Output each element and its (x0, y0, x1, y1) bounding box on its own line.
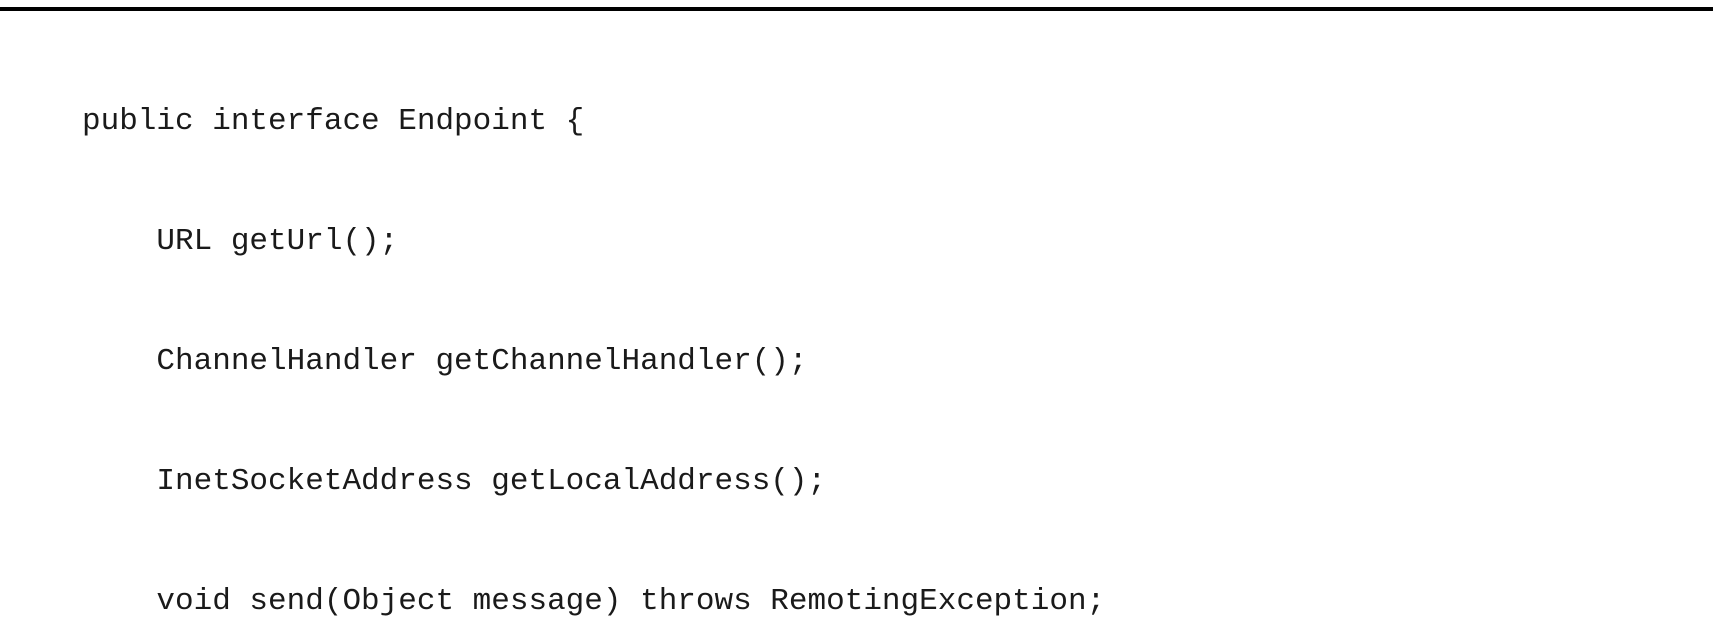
code-line: ChannelHandler getChannelHandler(); (82, 344, 808, 379)
code-line: URL getUrl(); (82, 224, 399, 259)
code-block: public interface Endpoint { URL getUrl()… (0, 22, 1713, 644)
code-line: InetSocketAddress getLocalAddress(); (82, 464, 827, 499)
code-line: void send(Object message) throws Remotin… (82, 584, 1106, 619)
top-horizontal-rule (0, 7, 1713, 11)
code-line: public interface Endpoint { (82, 104, 585, 139)
